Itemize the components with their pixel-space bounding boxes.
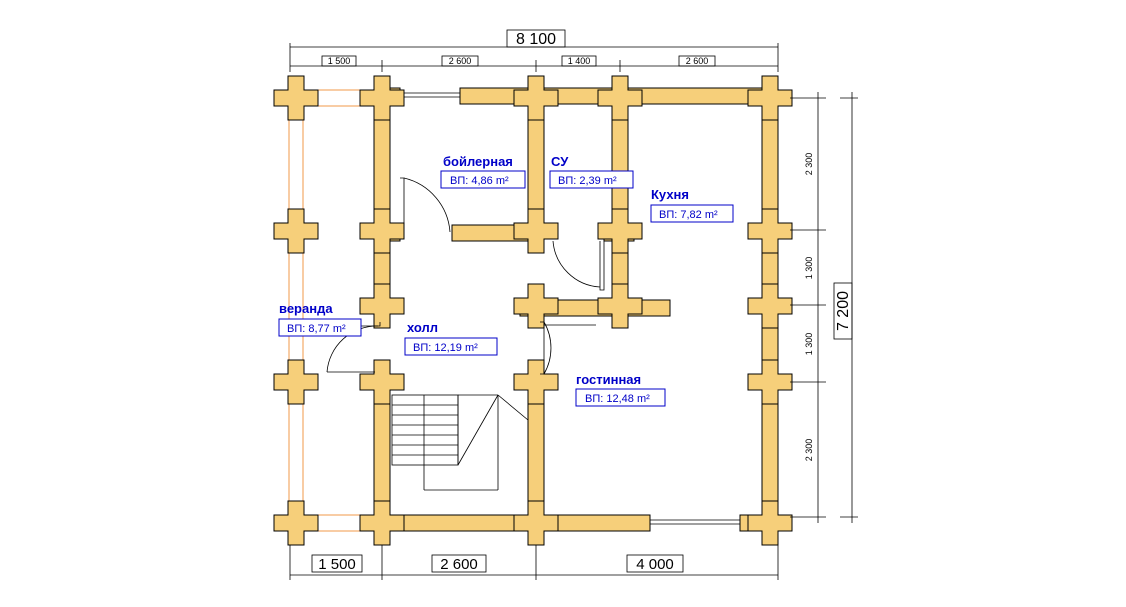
room-name: Кухня xyxy=(651,187,689,202)
right-dim-3: 1 300 xyxy=(804,333,814,356)
right-dim-4: 2 300 xyxy=(804,439,814,462)
log-corner-cross xyxy=(747,208,793,254)
log-corner-cross xyxy=(513,359,559,405)
log-corner-cross xyxy=(747,359,793,405)
doors xyxy=(326,177,605,375)
log-corner-cross xyxy=(513,283,559,329)
room-area: ВП: 12,19 m² xyxy=(413,342,478,354)
bottom-dim-1: 1 500 xyxy=(318,556,356,573)
log-corner-cross xyxy=(513,208,559,254)
top-dim-2: 2 600 xyxy=(449,56,472,66)
log-corner-cross xyxy=(597,208,643,254)
room-hall: холл ВП: 12,19 m² xyxy=(404,320,498,356)
log-corner-cross xyxy=(359,283,405,329)
log-walls xyxy=(373,87,779,532)
room-area: ВП: 2,39 m² xyxy=(558,175,617,187)
room-name: СУ xyxy=(551,154,569,169)
log-corner-cross xyxy=(597,283,643,329)
log-corner-cross xyxy=(359,208,405,254)
log-corner-cross xyxy=(359,359,405,405)
top-dim-3: 1 400 xyxy=(568,56,591,66)
room-area: ВП: 8,77 m² xyxy=(287,323,346,335)
overall-height-label: 7 200 xyxy=(835,291,852,331)
log-corner-cross xyxy=(273,75,319,121)
room-name: веранда xyxy=(279,301,333,316)
room-boiler: бойлерная ВП: 4,86 m² xyxy=(440,154,526,189)
room-name: бойлерная xyxy=(443,154,513,169)
room-living: гостинная ВП: 12,48 m² xyxy=(575,372,666,407)
log-corner-cross xyxy=(747,283,793,329)
room-name: холл xyxy=(407,320,438,335)
log-corner-cross xyxy=(747,75,793,121)
room-wc: СУ ВП: 2,39 m² xyxy=(549,154,634,189)
log-corner-cross xyxy=(513,75,559,121)
log-corner-cross xyxy=(359,75,405,121)
top-dim-1: 1 500 xyxy=(328,56,351,66)
dimension-lines xyxy=(289,29,858,580)
log-corner-cross xyxy=(359,500,405,546)
right-dim-1: 2 300 xyxy=(804,153,814,176)
bottom-dim-2: 2 600 xyxy=(440,556,478,573)
room-area: ВП: 4,86 m² xyxy=(450,175,509,187)
room-area: ВП: 7,82 m² xyxy=(659,209,718,221)
room-kitchen: Кухня ВП: 7,82 m² xyxy=(650,187,734,223)
top-dim-4: 2 600 xyxy=(686,56,709,66)
log-corners xyxy=(273,75,793,546)
bottom-dim-3: 4 000 xyxy=(636,556,674,573)
overall-width-label: 8 100 xyxy=(516,31,556,48)
log-corner-cross xyxy=(273,500,319,546)
room-veranda: веранда ВП: 8,77 m² xyxy=(278,301,362,337)
log-corner-cross xyxy=(747,500,793,546)
staircase xyxy=(391,394,529,491)
log-corner-cross xyxy=(273,359,319,405)
room-area: ВП: 12,48 m² xyxy=(585,393,650,405)
log-corner-cross xyxy=(273,208,319,254)
log-corner-cross xyxy=(597,75,643,121)
log-corner-cross xyxy=(513,500,559,546)
room-name: гостинная xyxy=(576,372,641,387)
right-dim-2: 1 300 xyxy=(804,257,814,280)
